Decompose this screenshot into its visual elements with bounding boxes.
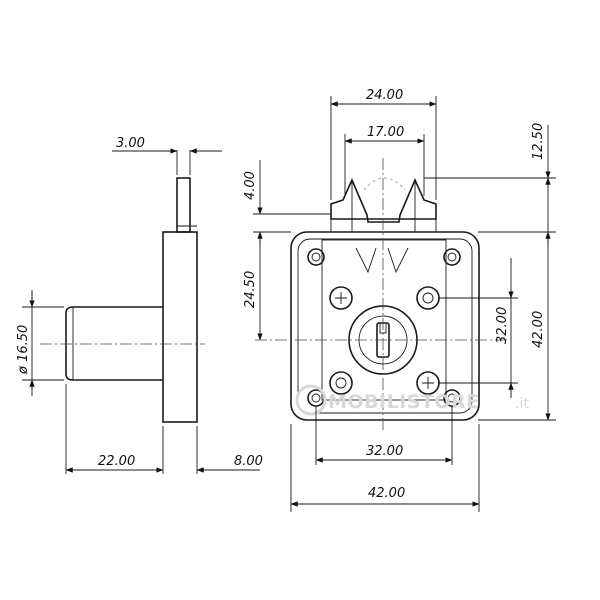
side-view [40,177,205,423]
dim-cylinder-length: 22.00 [98,454,135,469]
dim-overall-width: 42.00 [368,486,405,501]
watermark-text: MOBILISTORE [328,391,480,413]
dim-latch-height: 4.00 [243,171,258,200]
latch-teeth [330,178,437,223]
side-cylinder [65,306,163,381]
housing-outer [290,231,480,421]
mounting-screws [329,286,440,395]
side-plate [162,231,198,423]
side-dimensions: 3.00 ø 16.50 22.00 8.00 [16,136,263,474]
dim-top-outer-width: 24.00 [366,88,403,103]
dim-top-height: 12.50 [531,123,546,160]
front-dimensions: 24.00 17.00 12.50 42.00 32.00 4.00 24.50 [243,88,556,512]
dim-cylinder-diameter: ø 16.50 [16,325,31,375]
watermark: MOBILISTORE .it [295,384,529,416]
front-view [255,158,510,430]
side-tab [176,177,191,233]
watermark-suffix: .it [515,396,529,412]
dim-center-offset: 24.50 [243,271,258,308]
dim-hole-spacing-horizontal: 32.00 [366,444,403,459]
dim-overall-height: 42.00 [531,311,546,348]
dim-top-inner-width: 17.00 [367,125,404,140]
dim-plate-thickness: 8.00 [234,454,263,469]
dim-hole-spacing-vertical: 32.00 [495,307,510,344]
dim-tab-thickness: 3.00 [116,136,145,151]
